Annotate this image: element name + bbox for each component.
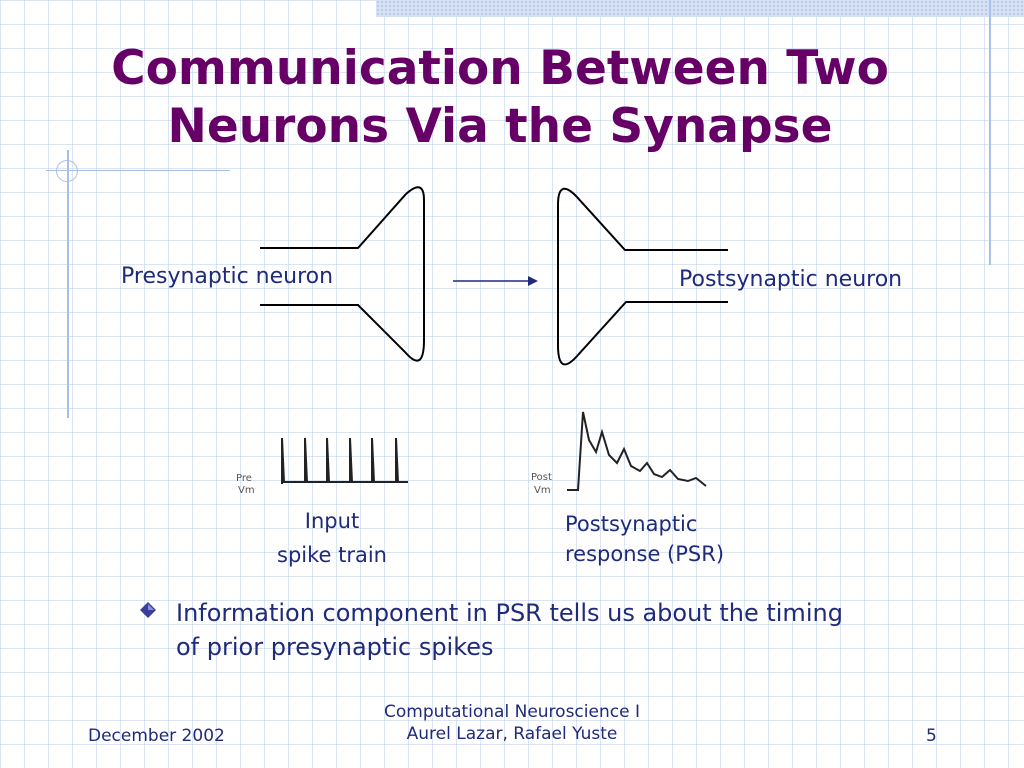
psr-caption-line-1: Postsynaptic — [565, 512, 698, 536]
right-vertical-rule — [989, 0, 991, 265]
left-vertical-rule — [67, 150, 69, 418]
slide-title-line-1: Communication Between Two — [111, 41, 889, 96]
pre-axis-label-line-2: Vm — [238, 485, 255, 496]
page-number: 5 — [926, 726, 937, 746]
post-axis-label-line-2: Vm — [534, 485, 551, 496]
top-decorative-band — [376, 0, 1024, 17]
psr-caption: Postsynaptic response (PSR) — [565, 509, 724, 569]
postsynaptic-response-trace — [567, 411, 707, 491]
bullet-item-line-2: of prior presynaptic spikes — [176, 633, 494, 661]
postsynaptic-neuron-label: Postsynaptic neuron — [679, 267, 903, 292]
input-spike-train-caption: Input spike train — [276, 504, 388, 572]
footer-authors: Aurel Lazar, Rafael Yuste — [406, 724, 618, 744]
signal-arrow-head — [528, 276, 538, 286]
bullet-item: Information component in PSR tells us ab… — [176, 596, 906, 664]
diamond-bullet-icon — [140, 602, 156, 618]
footer-course-info: Computational Neuroscience I Aurel Lazar… — [362, 701, 662, 745]
footer-date: December 2002 — [88, 726, 225, 746]
footer-course: Computational Neuroscience I — [384, 702, 640, 722]
input-caption-line-1: Input — [304, 509, 360, 533]
presynaptic-spike-train-trace — [281, 437, 408, 484]
slide-title: Communication Between Two Neurons Via th… — [60, 40, 940, 156]
input-caption-line-2: spike train — [277, 543, 387, 567]
left-horizontal-rule — [46, 170, 230, 171]
presynaptic-terminal-shape — [260, 186, 425, 362]
postsynaptic-terminal-shape — [557, 187, 728, 366]
pre-axis-label-line-1: Pre — [236, 473, 252, 484]
slide-title-line-2: Neurons Via the Synapse — [167, 99, 833, 154]
presynaptic-neuron-label: Presynaptic neuron — [121, 264, 334, 289]
bullet-item-line-1: Information component in PSR tells us ab… — [176, 599, 843, 627]
crosshair-ornament — [56, 160, 78, 182]
post-axis-label-line-1: Post — [531, 472, 552, 483]
psr-caption-line-2: response (PSR) — [565, 542, 725, 566]
